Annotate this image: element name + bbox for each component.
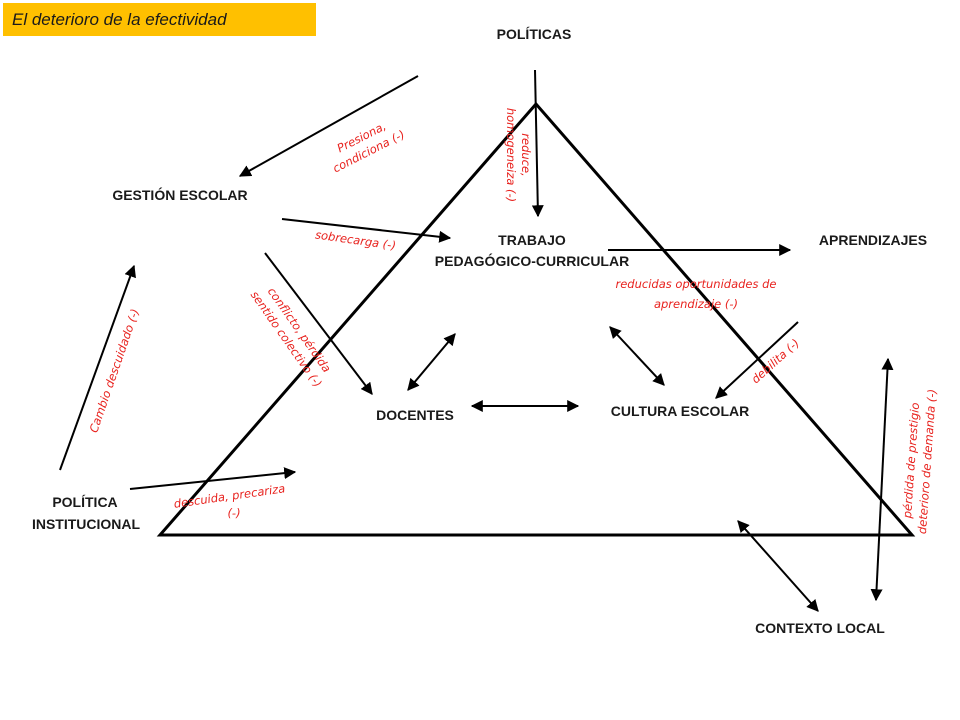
node-contexto-local: CONTEXTO LOCAL <box>755 620 885 636</box>
node-trabajo-line2: PEDAGÓGICO-CURRICULAR <box>435 252 629 269</box>
node-docentes: DOCENTES <box>376 407 454 423</box>
node-politicas: POLÍTICAS <box>497 26 572 42</box>
note-reducidas-line1: reducidas oportunidades de <box>615 277 776 291</box>
arrow-docentes-trabajo <box>407 333 456 391</box>
title-box: El deterioro de la efectividad <box>3 3 316 36</box>
arrow-politicas-gestion <box>238 75 419 177</box>
arrow-politica-gestion <box>59 264 136 471</box>
arrow-gestion-trabajo <box>281 218 452 243</box>
note-reducidas-line2: aprendizaje (-) <box>654 297 738 311</box>
note-reduce-line1: reduce, <box>519 133 533 176</box>
node-politica-line2: INSTITUCIONAL <box>32 516 141 532</box>
arrow-politicas-trabajo <box>531 69 544 218</box>
arrow-aprendizajes-cultura <box>715 321 799 399</box>
arrow-contexto-aprendizajes <box>870 357 894 602</box>
arrow-contexto-triangle <box>737 520 819 612</box>
note-descuida-line2: (-) <box>227 506 240 520</box>
node-cultura-escolar: CULTURA ESCOLAR <box>611 403 749 419</box>
arrow-gestion-docentes <box>264 252 373 395</box>
node-trabajo-line1: TRABAJO <box>498 232 566 248</box>
note-cambio-descuidado: Cambio descuidado (-) <box>86 307 142 435</box>
node-politica-line1: POLÍTICA <box>52 494 117 510</box>
diagram-title: El deterioro de la efectividad <box>12 9 227 29</box>
note-reduce-line2: homogeneiza (-) <box>504 108 518 202</box>
arrow-politica-docentes <box>129 467 297 490</box>
central-triangle <box>156 101 916 537</box>
arrow-trabajo-cultura <box>609 326 665 386</box>
node-gestion-escolar: GESTIÓN ESCOLAR <box>112 186 247 203</box>
node-aprendizajes: APRENDIZAJES <box>819 232 927 248</box>
